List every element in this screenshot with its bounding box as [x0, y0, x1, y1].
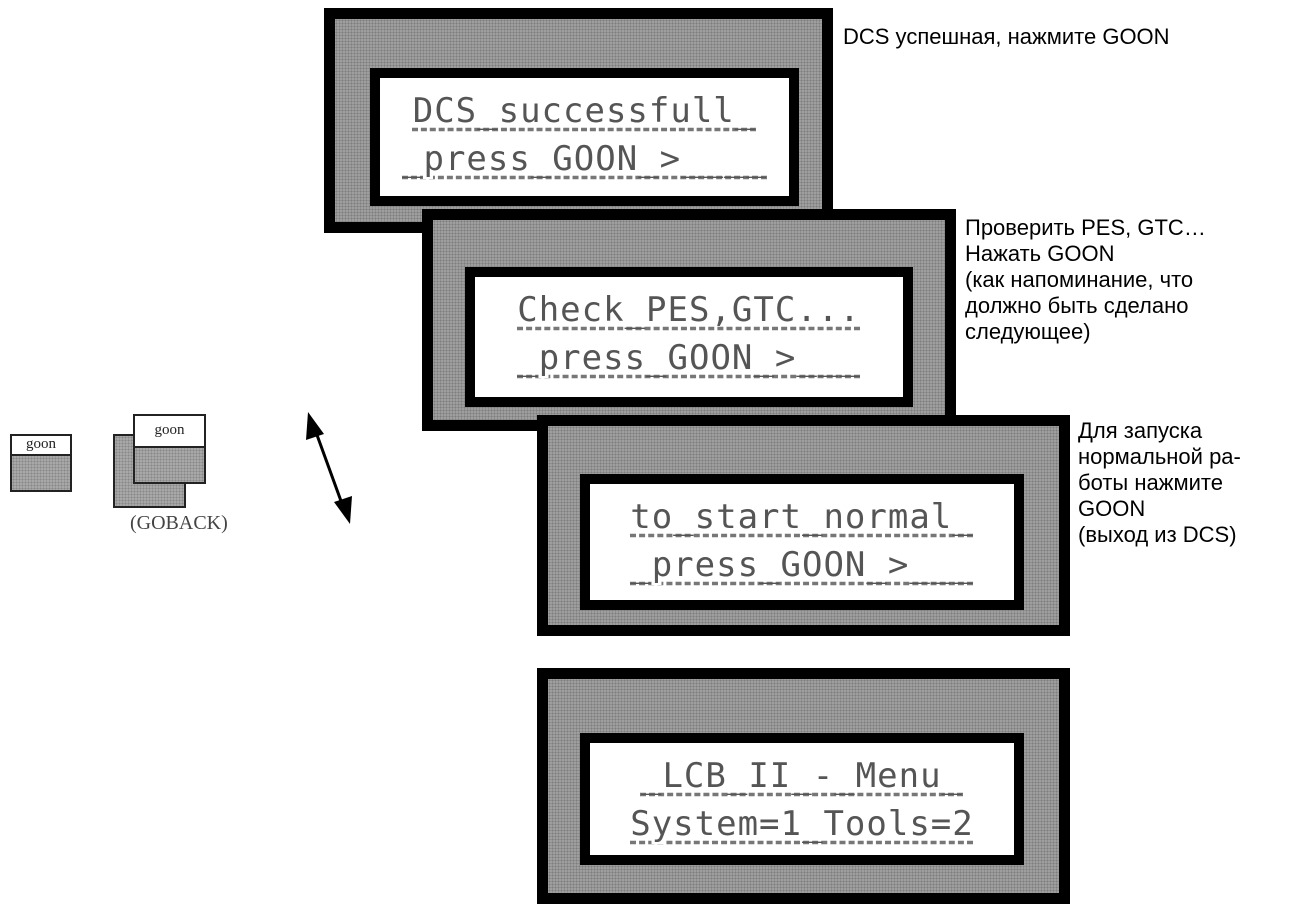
lcd-screen-check-pes: Check_PES,GTC... _press_GOON_>___ — [422, 209, 956, 431]
goon-key-pressed-label: goon — [135, 416, 204, 448]
double-arrow-icon — [306, 412, 352, 524]
note-dcs-successful: DCS успешная, нажмите GOON — [843, 24, 1170, 49]
lcd-line-2: _press_GOON_>___ — [517, 338, 861, 378]
lcd-display: to_start_normal_ _press_GOON_>___ — [580, 474, 1024, 610]
lcd-line-1: to_start_normal_ — [630, 497, 974, 537]
goon-key[interactable]: goon — [10, 434, 72, 492]
lcd-line-1: Check_PES,GTC... — [517, 290, 861, 330]
goon-key-label: goon — [12, 436, 70, 456]
lcd-line-2: _press_GOON_>___ — [630, 545, 974, 585]
lcd-line-2: System=1_Tools=2 — [630, 804, 974, 844]
lcd-line-1: _LCB_II_-_Menu_ — [640, 756, 964, 796]
lcd-line-2: _press_GOON_>____ — [402, 139, 767, 179]
goon-key-pressed[interactable]: goon — [133, 414, 206, 484]
lcd-screen-dcs-successful: DCS_successfull_ _press_GOON_>____ — [324, 8, 833, 233]
lcd-line-1: DCS_successfull_ — [412, 91, 757, 131]
lcd-screen-lcb-menu: _LCB_II_-_Menu_ System=1_Tools=2 — [537, 668, 1070, 904]
lcd-display: DCS_successfull_ _press_GOON_>____ — [370, 68, 799, 206]
lcd-display: Check_PES,GTC... _press_GOON_>___ — [465, 267, 913, 407]
note-start-normal: Для запуска нормальной ра- боты нажмите … — [1078, 418, 1241, 547]
goback-caption: (GOBACK) — [130, 512, 228, 534]
note-check-pes: Проверить PES, GTC… Нажать GOON (как нап… — [965, 215, 1206, 344]
lcd-screen-start-normal: to_start_normal_ _press_GOON_>___ — [537, 415, 1070, 636]
lcd-display: _LCB_II_-_Menu_ System=1_Tools=2 — [580, 733, 1024, 865]
